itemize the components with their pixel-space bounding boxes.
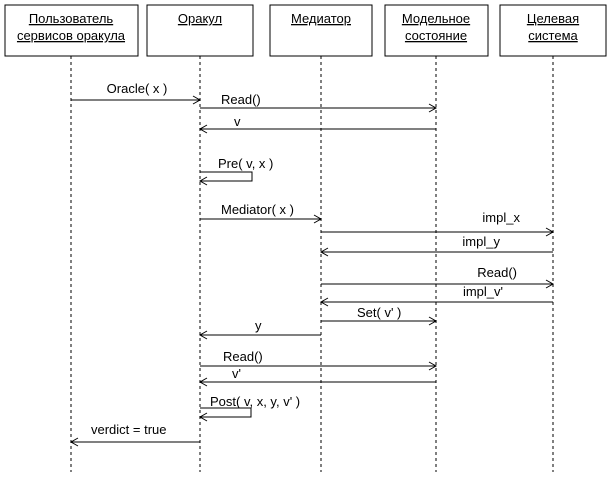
message-9: impl_v' bbox=[319, 284, 553, 307]
arrowhead bbox=[198, 330, 208, 340]
message-2: Read() bbox=[200, 92, 438, 113]
message-5: Mediator( x ) bbox=[200, 202, 323, 224]
actor-mediator: Медиатор bbox=[269, 4, 373, 57]
arrowhead bbox=[192, 95, 202, 105]
message-3: v bbox=[198, 114, 436, 134]
message-label: Read() bbox=[477, 265, 517, 280]
message-15: verdict = true bbox=[69, 422, 200, 447]
message-14: Post( v, x, y, v' ) bbox=[198, 394, 300, 422]
message-label: Oracle( x ) bbox=[107, 81, 168, 96]
self-call-arrow bbox=[200, 171, 253, 182]
message-8: Read() bbox=[321, 265, 555, 289]
actor-label: сервисов оракула bbox=[17, 28, 126, 43]
actor-oracle: Оракул bbox=[146, 4, 254, 57]
actor-label: состояние bbox=[405, 28, 467, 43]
actor-target: Целевая система bbox=[499, 4, 607, 57]
message-label: Post( v, x, y, v' ) bbox=[210, 394, 300, 409]
arrowhead bbox=[545, 227, 555, 237]
message-label: impl_x bbox=[482, 210, 520, 225]
message-label: impl_v' bbox=[463, 284, 503, 299]
arrowhead bbox=[319, 297, 329, 307]
arrowhead bbox=[198, 176, 208, 186]
actor-label: Оракул bbox=[178, 11, 222, 26]
arrowhead bbox=[428, 103, 438, 113]
arrowhead bbox=[198, 412, 208, 422]
message-7: impl_y bbox=[319, 234, 553, 257]
actor-label: Целевая bbox=[527, 11, 579, 26]
message-11: y bbox=[198, 318, 321, 340]
message-label: impl_y bbox=[462, 234, 500, 249]
arrowhead bbox=[319, 247, 329, 257]
actor-model: Модельное состояние bbox=[384, 4, 489, 57]
message-13: v' bbox=[198, 366, 436, 387]
message-12: Read() bbox=[200, 349, 438, 371]
actor-label: система bbox=[528, 28, 578, 43]
arrowhead bbox=[198, 377, 208, 387]
message-label: y bbox=[255, 318, 262, 333]
message-label: verdict = true bbox=[91, 422, 167, 437]
arrowhead bbox=[69, 437, 79, 447]
actor-user: Пользователь сервисов оракула bbox=[4, 4, 139, 57]
message-6: impl_x bbox=[321, 210, 555, 237]
message-label: Mediator( x ) bbox=[221, 202, 294, 217]
message-label: v' bbox=[232, 366, 241, 381]
arrowhead bbox=[428, 316, 438, 326]
message-4: Pre( v, x ) bbox=[198, 156, 273, 186]
arrowhead bbox=[198, 124, 208, 134]
message-1: Oracle( x ) bbox=[71, 81, 202, 105]
message-label: Set( v' ) bbox=[357, 305, 401, 320]
actor-label: Медиатор bbox=[291, 11, 351, 26]
arrowhead bbox=[545, 279, 555, 289]
actor-label: Пользователь bbox=[29, 11, 114, 26]
arrowhead bbox=[313, 214, 323, 224]
message-label: Pre( v, x ) bbox=[218, 156, 273, 171]
self-call-arrow bbox=[200, 407, 252, 418]
arrowhead bbox=[428, 361, 438, 371]
actor-label: Модельное bbox=[402, 11, 470, 26]
message-label: Read() bbox=[223, 349, 263, 364]
message-10: Set( v' ) bbox=[321, 305, 438, 326]
message-label: Read() bbox=[221, 92, 261, 107]
message-label: v bbox=[234, 114, 241, 129]
